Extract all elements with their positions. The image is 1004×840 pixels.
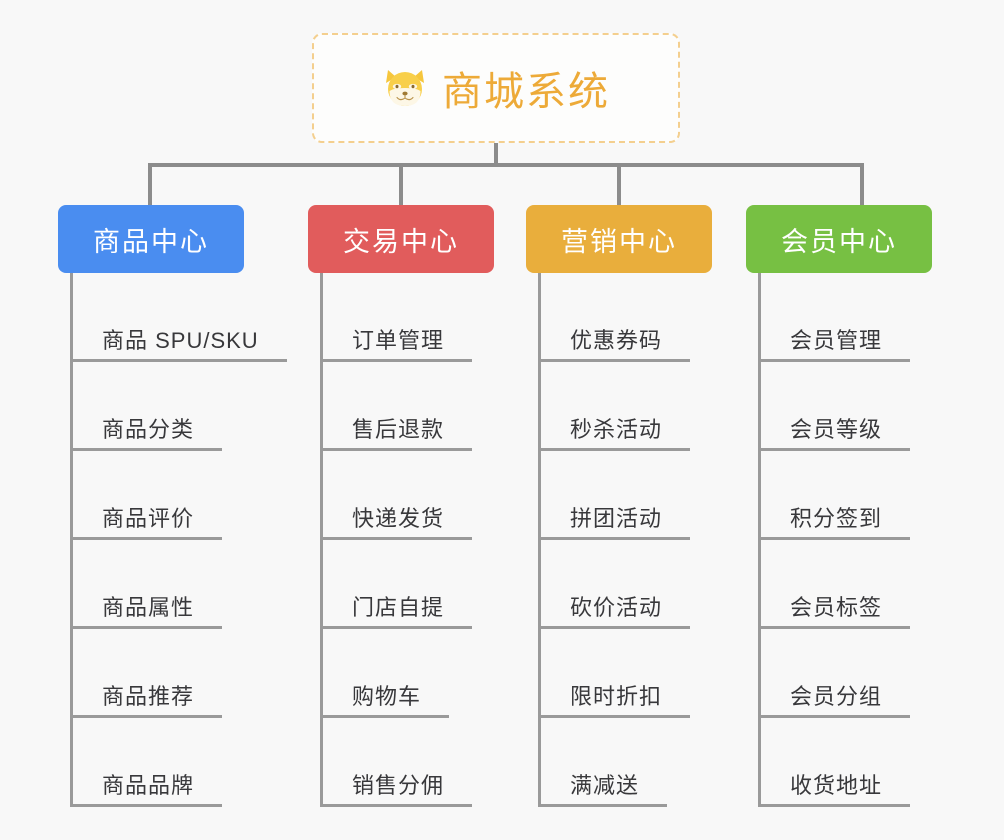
leaf-label: 优惠券码 [538, 328, 691, 362]
list-item[interactable]: 限时折扣 [526, 629, 712, 718]
category-label-0: 商品中心 [93, 226, 209, 257]
list-item[interactable]: 满减送 [526, 718, 712, 807]
category-pill-2[interactable]: 营销中心 [526, 205, 712, 273]
list-item[interactable]: 砍价活动 [526, 540, 712, 629]
list-item[interactable]: 会员分组 [746, 629, 932, 718]
leaf-label: 商品推荐 [70, 684, 223, 718]
connector-drop-2 [399, 163, 403, 207]
list-item[interactable]: 销售分佣 [308, 718, 494, 807]
leaf-label: 砍价活动 [538, 595, 691, 629]
spine-1 [320, 273, 323, 807]
leaf-label: 会员分组 [758, 684, 911, 718]
list-item[interactable]: 积分签到 [746, 451, 932, 540]
list-item[interactable]: 订单管理 [308, 273, 494, 362]
connector-horizontal-bus [148, 163, 864, 167]
connector-drop-4 [860, 163, 864, 207]
leaf-label: 拼团活动 [538, 506, 691, 540]
list-item[interactable]: 商品 SPU/SKU [58, 273, 287, 362]
leaf-stack-1: 订单管理 售后退款 快递发货 门店自提 购物车 销售分佣 [308, 273, 494, 807]
category-label-3: 会员中心 [781, 226, 897, 257]
category-label-1: 交易中心 [343, 226, 459, 257]
list-item[interactable]: 购物车 [308, 629, 494, 718]
category-pill-1[interactable]: 交易中心 [308, 205, 494, 273]
list-item[interactable]: 优惠券码 [526, 273, 712, 362]
leaf-label: 商品 SPU/SKU [70, 328, 287, 362]
list-item[interactable]: 门店自提 [308, 540, 494, 629]
category-column-会员中心: 会员中心 会员管理 会员等级 积分签到 会员标签 会员分组 收货地址 [746, 205, 932, 807]
leaf-label: 商品分类 [70, 417, 223, 451]
category-pill-3[interactable]: 会员中心 [746, 205, 932, 273]
list-item[interactable]: 秒杀活动 [526, 362, 712, 451]
leaf-label: 销售分佣 [320, 773, 473, 807]
connector-drop-1 [148, 163, 152, 207]
leaf-label: 会员管理 [758, 328, 911, 362]
leaf-stack-0: 商品 SPU/SKU 商品分类 商品评价 商品属性 商品推荐 商品品牌 [58, 273, 287, 807]
list-item[interactable]: 商品属性 [58, 540, 244, 629]
root-node[interactable]: 商城系统 [312, 33, 680, 143]
leaf-stack-2: 优惠券码 秒杀活动 拼团活动 砍价活动 限时折扣 满减送 [526, 273, 712, 807]
list-item[interactable]: 商品分类 [58, 362, 244, 451]
leaf-label: 门店自提 [320, 595, 473, 629]
leaf-stack-3: 会员管理 会员等级 积分签到 会员标签 会员分组 收货地址 [746, 273, 932, 807]
category-column-交易中心: 交易中心 订单管理 售后退款 快递发货 门店自提 购物车 销售分佣 [308, 205, 494, 807]
spine-2 [538, 273, 541, 807]
leaf-label: 会员等级 [758, 417, 911, 451]
leaf-label: 秒杀活动 [538, 417, 691, 451]
list-item[interactable]: 快递发货 [308, 451, 494, 540]
shiba-dog-icon [382, 66, 428, 110]
list-item[interactable]: 收货地址 [746, 718, 932, 807]
leaf-label: 积分签到 [758, 506, 911, 540]
leaf-label: 收货地址 [758, 773, 911, 807]
connector-root-stub [494, 143, 498, 165]
leaf-label: 商品属性 [70, 595, 223, 629]
leaf-label: 商品品牌 [70, 773, 223, 807]
category-column-商品中心: 商品中心 商品 SPU/SKU 商品分类 商品评价 商品属性 商品推荐 商品品牌 [58, 205, 287, 807]
list-item[interactable]: 会员管理 [746, 273, 932, 362]
list-item[interactable]: 商品品牌 [58, 718, 244, 807]
leaf-label: 售后退款 [320, 417, 473, 451]
spine-3 [758, 273, 761, 807]
list-item[interactable]: 售后退款 [308, 362, 494, 451]
category-column-营销中心: 营销中心 优惠券码 秒杀活动 拼团活动 砍价活动 限时折扣 满减送 [526, 205, 712, 807]
leaf-label: 满减送 [538, 773, 668, 807]
list-item[interactable]: 商品推荐 [58, 629, 244, 718]
leaf-label: 商品评价 [70, 506, 223, 540]
list-item[interactable]: 会员等级 [746, 362, 932, 451]
root-title: 商城系统 [442, 70, 610, 114]
spine-0 [70, 273, 73, 807]
list-item[interactable]: 商品评价 [58, 451, 244, 540]
category-pill-0[interactable]: 商品中心 [58, 205, 244, 273]
leaf-label: 快递发货 [320, 506, 473, 540]
list-item[interactable]: 会员标签 [746, 540, 932, 629]
list-item[interactable]: 拼团活动 [526, 451, 712, 540]
leaf-label: 限时折扣 [538, 684, 691, 718]
leaf-label: 订单管理 [320, 328, 473, 362]
connector-drop-3 [617, 163, 621, 207]
leaf-label: 会员标签 [758, 595, 911, 629]
leaf-label: 购物车 [320, 684, 450, 718]
category-label-2: 营销中心 [561, 226, 677, 257]
